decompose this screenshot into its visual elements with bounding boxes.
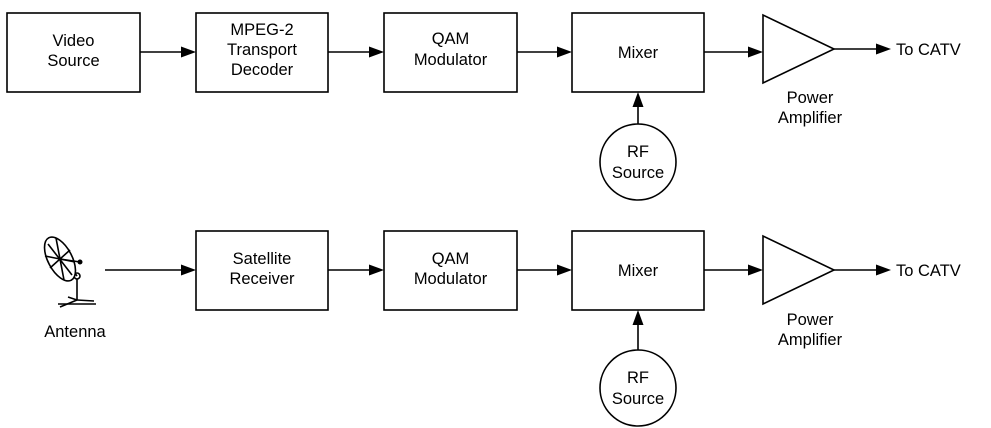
- wire-video-to-mpeg: [140, 46, 196, 58]
- mpeg-decoder-label-line2: Transport: [227, 41, 297, 59]
- video-source-block: Video Source: [6, 12, 141, 93]
- mixer-block: Mixer: [571, 230, 705, 311]
- power-amp-label-line2: Amplifier: [778, 331, 843, 349]
- mpeg2-transport-decoder-block: MPEG-2 Transport Decoder: [195, 12, 329, 93]
- power-amp-label-line2: Amplifier: [778, 109, 843, 127]
- wire-mixer-to-amp: [704, 46, 763, 58]
- wire-amp-to-output: [834, 43, 891, 55]
- rf-source-label-line2: Source: [612, 390, 664, 408]
- wire-mixer-to-amp: [704, 264, 763, 276]
- wire-rf-to-mixer: [632, 92, 644, 124]
- qam-modulator-block: QAM Modulator: [383, 230, 518, 311]
- power-amp-label-line1: Power: [787, 89, 834, 107]
- power-amplifier-triangle: Power Amplifier: [762, 13, 843, 127]
- antenna-label: Antenna: [44, 323, 106, 341]
- video-source-label-line2: Source: [47, 52, 99, 70]
- wire-rf-to-mixer: [632, 310, 644, 352]
- mixer-label: Mixer: [618, 44, 659, 62]
- wire-receiver-to-qam: [328, 264, 384, 276]
- qam-modulator-block: QAM Modulator: [383, 12, 518, 93]
- power-amplifier-triangle: Power Amplifier: [762, 234, 843, 349]
- qam-label-line1: QAM: [432, 250, 470, 268]
- qam-label-line1: QAM: [432, 30, 470, 48]
- to-catv-label: To CATV: [896, 41, 961, 59]
- mixer-label: Mixer: [618, 262, 659, 280]
- mpeg-decoder-label-line1: MPEG-2: [230, 21, 293, 39]
- row2: Antenna Satellite Receiver QAM Modulator: [43, 230, 961, 427]
- wire-qam-to-mixer: [517, 46, 572, 58]
- row1: Video Source MPEG-2 Transport Decoder QA…: [6, 12, 961, 201]
- rf-source-label-line1: RF: [627, 143, 649, 161]
- wire-amp-to-output: [834, 264, 891, 276]
- video-source-label-line1: Video: [53, 32, 95, 50]
- mpeg-decoder-label-line3: Decoder: [231, 61, 294, 79]
- satellite-receiver-label-line1: Satellite: [233, 250, 292, 268]
- rf-source-label-line2: Source: [612, 164, 664, 182]
- qam-label-line2: Modulator: [414, 51, 488, 69]
- satellite-dish-icon: [43, 236, 96, 308]
- wire-antenna-to-receiver: [105, 264, 196, 276]
- rf-source-circle: RF Source: [599, 349, 677, 427]
- satellite-receiver-label-line2: Receiver: [229, 270, 295, 288]
- rf-source-label-line1: RF: [627, 369, 649, 387]
- mixer-block: Mixer: [571, 12, 705, 93]
- rf-source-circle: RF Source: [599, 123, 677, 201]
- wire-mpeg-to-qam: [328, 46, 384, 58]
- to-catv-label: To CATV: [896, 262, 961, 280]
- satellite-receiver-block: Satellite Receiver: [195, 230, 329, 311]
- power-amp-label-line1: Power: [787, 311, 834, 329]
- wire-qam-to-mixer: [517, 264, 572, 276]
- qam-label-line2: Modulator: [414, 270, 488, 288]
